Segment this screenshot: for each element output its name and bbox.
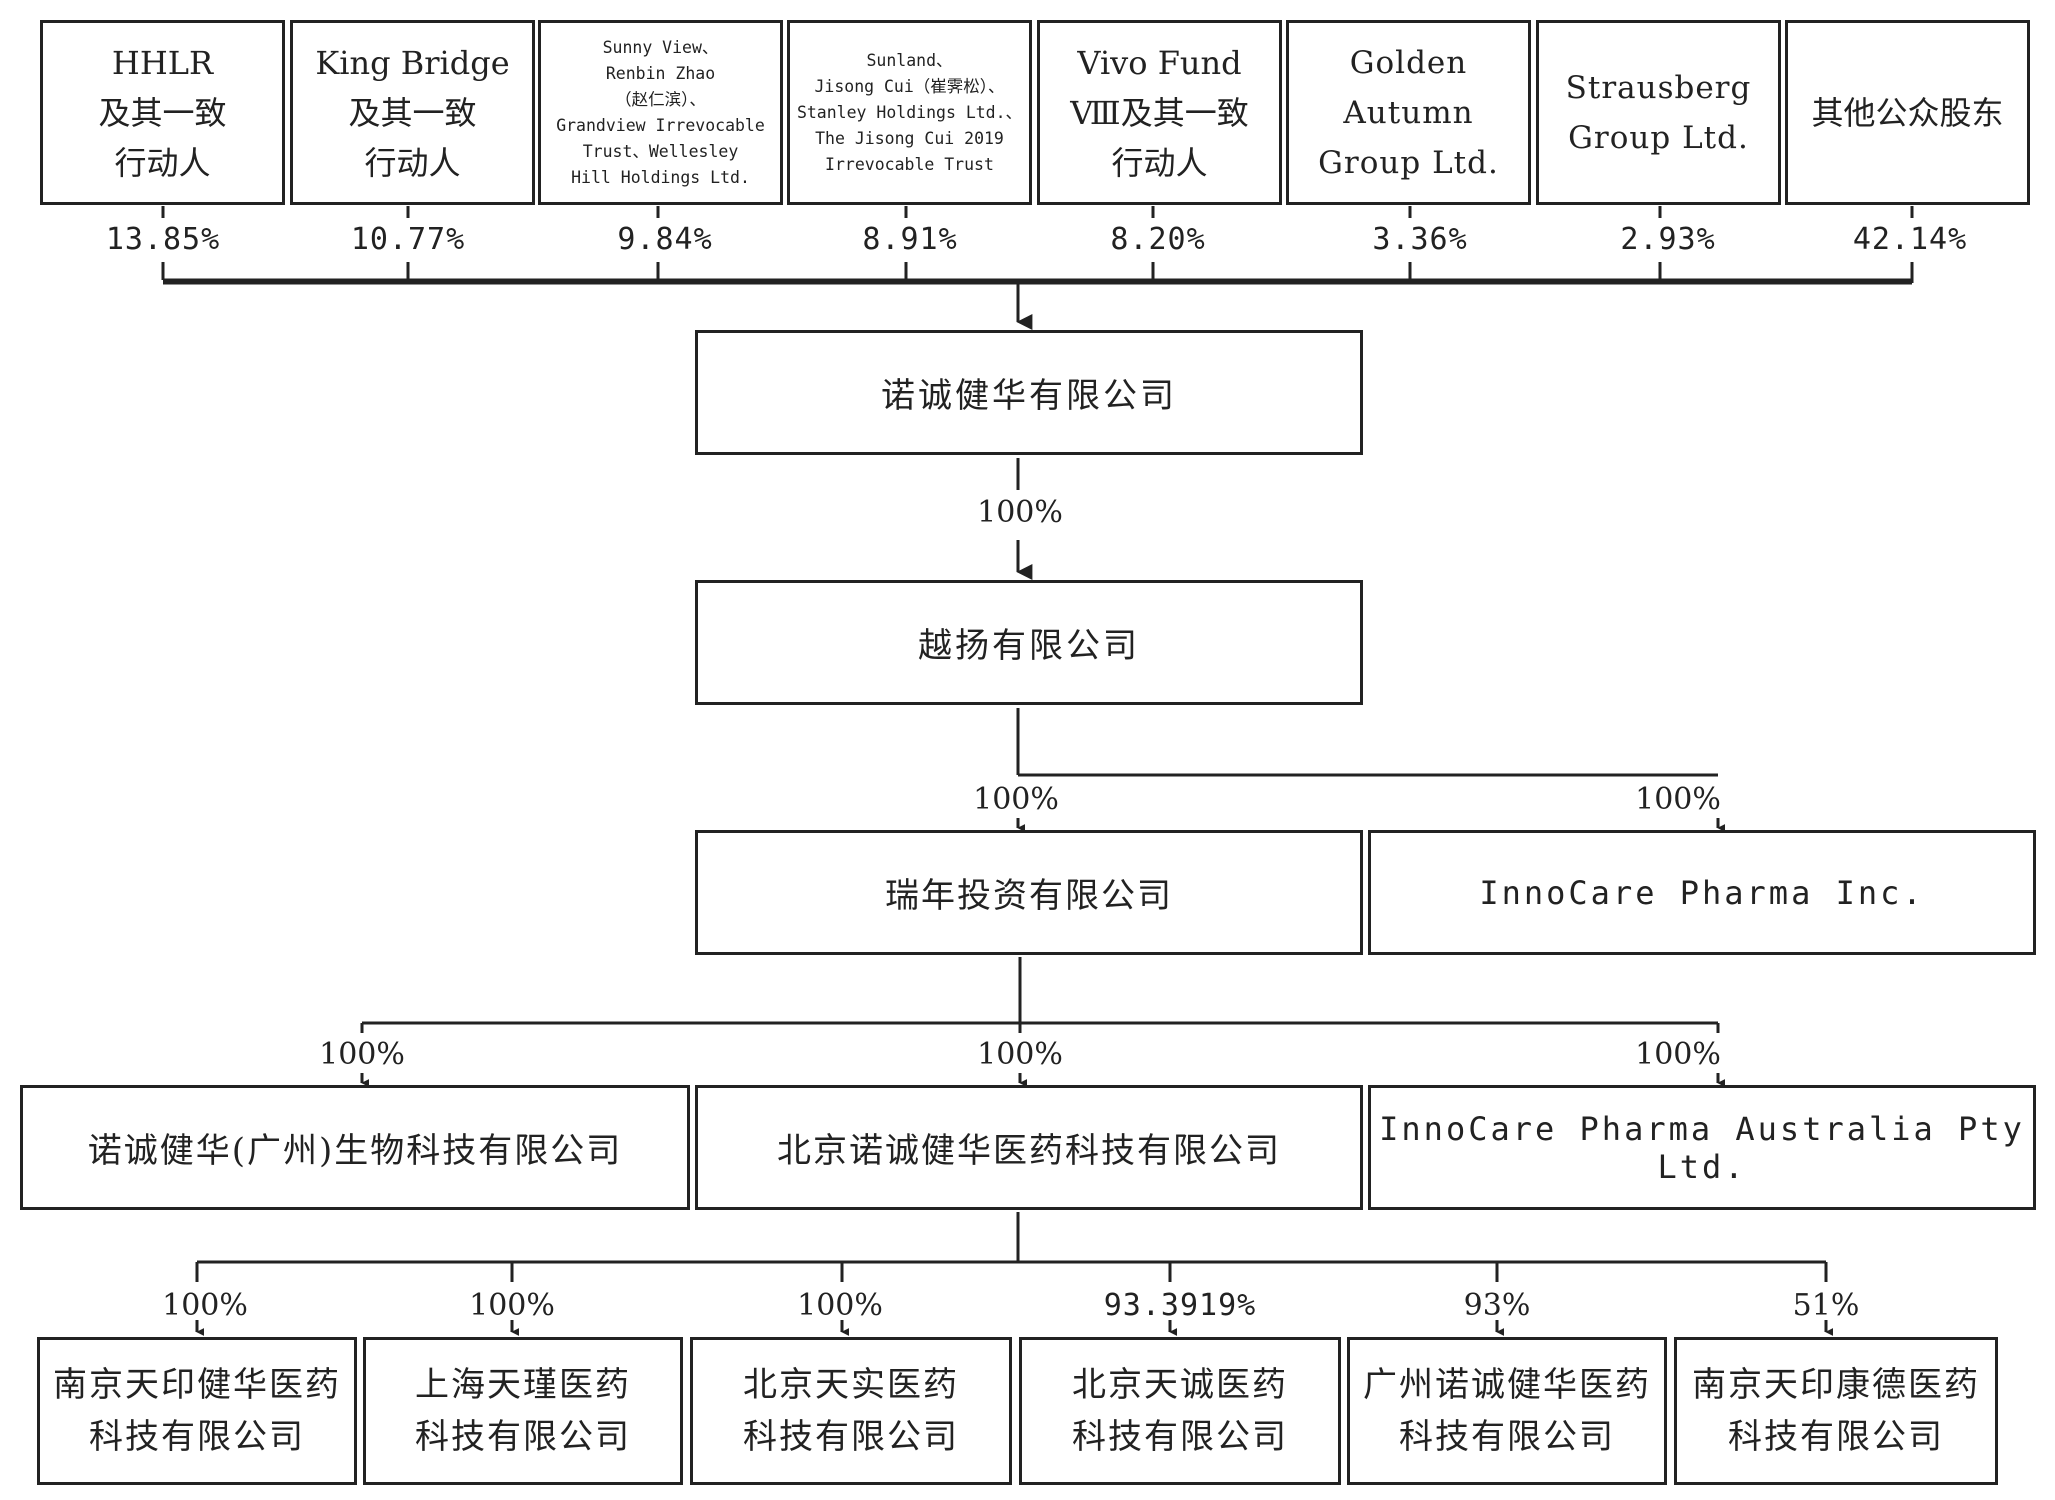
shareholding-pct: 100% — [977, 1037, 1063, 1072]
subsidiary-box: 瑞年投资有限公司 — [695, 830, 1363, 955]
subsidiary-box: 北京诺诚健华医药科技有限公司 — [695, 1085, 1363, 1210]
shareholder-box: HHLR 及其一致 行动人 — [40, 20, 285, 205]
subsidiary-box: 南京天印康德医药 科技有限公司 — [1674, 1337, 1998, 1485]
shareholding-pct: 100% — [797, 1288, 883, 1323]
shareholder-box: King Bridge 及其一致 行动人 — [290, 20, 535, 205]
shareholding-pct: 3.36% — [1372, 222, 1468, 257]
shareholding-pct: 42.14% — [1852, 222, 1968, 257]
subsidiary-box: 诺诚健华(广州)生物科技有限公司 — [20, 1085, 690, 1210]
shareholding-pct: 93% — [1463, 1288, 1531, 1323]
shareholding-pct: 100% — [1635, 1037, 1721, 1072]
shareholder-box: Vivo Fund Ⅷ及其一致 行动人 — [1037, 20, 1282, 205]
shareholding-pct: 93.3919% — [1103, 1288, 1257, 1323]
shareholding-pct: 13.85% — [105, 222, 221, 257]
shareholding-pct: 10.77% — [350, 222, 466, 257]
shareholder-box: Strausberg Group Ltd. — [1536, 20, 1781, 205]
shareholding-pct: 100% — [469, 1288, 555, 1323]
shareholder-box: Sunland、 Jisong Cui（崔霁松）、 Stanley Holdin… — [787, 20, 1032, 205]
shareholding-pct: 8.20% — [1110, 222, 1206, 257]
shareholding-pct: 9.84% — [617, 222, 713, 257]
shareholding-pct: 100% — [319, 1037, 405, 1072]
shareholder-box: Sunny View、 Renbin Zhao （赵仁滨）、 Grandview… — [538, 20, 783, 205]
subsidiary-box: 北京天诚医药 科技有限公司 — [1019, 1337, 1341, 1485]
shareholding-pct: 100% — [973, 782, 1059, 817]
subsidiary-box: InnoCare Pharma Australia Pty Ltd. — [1368, 1085, 2036, 1210]
shareholder-box: Golden Autumn Group Ltd. — [1286, 20, 1531, 205]
subsidiary-box: InnoCare Pharma Inc. — [1368, 830, 2036, 955]
shareholding-pct: 100% — [162, 1288, 248, 1323]
shareholding-pct: 8.91% — [862, 222, 958, 257]
shareholding-pct: 2.93% — [1620, 222, 1716, 257]
parent-company-box: 诺诚健华有限公司 — [695, 330, 1363, 455]
subsidiary-box: 上海天瑾医药 科技有限公司 — [363, 1337, 683, 1485]
subsidiary-box: 北京天实医药 科技有限公司 — [690, 1337, 1012, 1485]
shareholding-pct: 100% — [1635, 782, 1721, 817]
subsidiary-box: 越扬有限公司 — [695, 580, 1363, 705]
shareholding-pct: 100% — [977, 495, 1063, 530]
shareholder-box: 其他公众股东 — [1785, 20, 2030, 205]
subsidiary-box: 广州诺诚健华医药 科技有限公司 — [1347, 1337, 1667, 1485]
shareholding-pct: 51% — [1792, 1288, 1860, 1323]
subsidiary-box: 南京天印健华医药 科技有限公司 — [37, 1337, 357, 1485]
